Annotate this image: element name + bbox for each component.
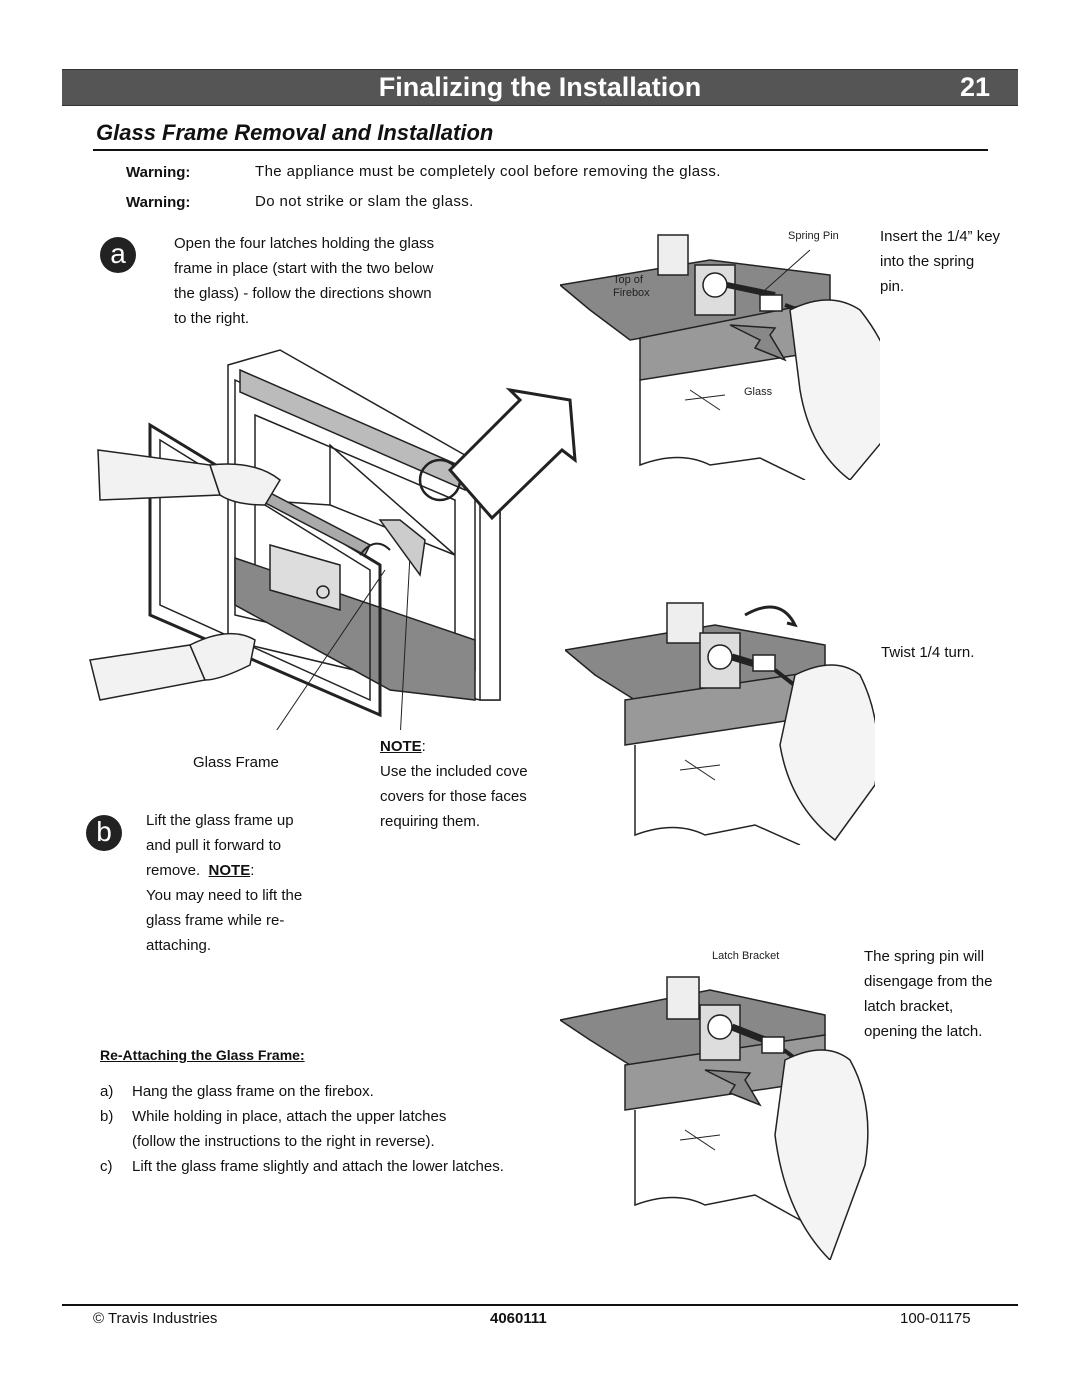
top-of-firebox-line: Top of: [613, 274, 643, 286]
step-a-line: Open the four latches holding the glass: [174, 235, 435, 252]
insert-key-caption: Insert the 1/4” key into the spring pin.: [880, 224, 1000, 299]
figure-note-line: covers for those faces: [380, 788, 527, 805]
spring-pin-disengage-illustration: [560, 976, 869, 1260]
caption-line: into the spring: [880, 253, 975, 270]
reattach-marker: c): [100, 1158, 113, 1175]
latch-bracket-label: Latch Bracket: [712, 950, 780, 962]
figure-note-line: Use the included cove: [380, 763, 528, 780]
reattach-item: b) While holding in place, attach the up…: [100, 1104, 504, 1154]
step-a-line: the glass) - follow the directions shown: [174, 285, 432, 302]
caption-line: latch bracket,: [864, 998, 954, 1015]
header-bar: Finalizing the Installation 21: [62, 69, 1018, 106]
top-of-firebox-line: Firebox: [613, 287, 650, 299]
step-b-note-label: NOTE: [208, 862, 251, 879]
caption-line: The spring pin will: [864, 948, 985, 965]
footer-divider: [62, 1304, 1018, 1306]
warning-text-1: The appliance must be completely cool be…: [255, 163, 721, 180]
footer-copyright: © Travis Industries: [93, 1310, 218, 1327]
footer-part-number: 100-01175: [900, 1310, 971, 1327]
reattach-line: Lift the glass frame slightly and attach…: [132, 1158, 504, 1175]
twist-pin-illustration: [565, 602, 875, 845]
reattach-line: (follow the instructions to the right in…: [132, 1133, 435, 1150]
step-a-line: to the right.: [174, 310, 250, 327]
step-a-badge: a: [100, 237, 136, 273]
reattach-line: While holding in place, attach the upper…: [132, 1108, 447, 1125]
top-of-firebox-label: Top of Firebox: [613, 274, 650, 300]
step-b-note-line: You may need to lift the: [146, 887, 303, 904]
figure-note-label: NOTE: [380, 738, 422, 755]
step-b-note-line: glass frame while re-: [146, 912, 285, 929]
disengage-caption: The spring pin will disengage from the l…: [864, 944, 992, 1044]
figure-note: NOTE: Use the included cove covers for t…: [380, 734, 528, 834]
caption-line: pin.: [880, 278, 905, 295]
step-b-note-line: attaching.: [146, 937, 212, 954]
warning-text-2: Do not strike or slam the glass.: [255, 193, 474, 210]
step-a-text: Open the four latches holding the glass …: [174, 231, 434, 331]
glass-frame-label: Glass Frame: [193, 754, 279, 771]
reattach-title: Re-Attaching the Glass Frame:: [100, 1047, 305, 1063]
step-b-line: remove.: [146, 862, 201, 879]
reattach-item: c) Lift the glass frame slightly and att…: [100, 1154, 504, 1179]
reattach-item: a) Hang the glass frame on the firebox.: [100, 1079, 504, 1104]
step-b-badge: b: [86, 815, 122, 851]
caption-line: disengage from the: [864, 973, 993, 990]
step-b-line: Lift the glass frame up: [146, 812, 294, 829]
step-a-line: frame in place (start with the two below: [174, 260, 434, 277]
glass-label: Glass: [744, 386, 773, 398]
page-title: Finalizing the Installation: [378, 72, 702, 102]
figure-note-line: requiring them.: [380, 813, 481, 830]
fireplace-illustration: [89, 349, 577, 730]
warning-label-2: Warning:: [126, 194, 191, 211]
twist-caption: Twist 1/4 turn.: [881, 644, 975, 661]
reattach-marker: b): [100, 1108, 114, 1125]
section-title: Glass Frame Removal and Installation: [96, 120, 494, 145]
caption-line: opening the latch.: [864, 1023, 983, 1040]
step-b-line: and pull it forward to: [146, 837, 282, 854]
section-divider: [93, 149, 988, 151]
warning-label-1: Warning:: [126, 164, 191, 181]
spring-pin-label: Spring Pin: [788, 230, 839, 242]
caption-line: Insert the 1/4” key: [880, 228, 1001, 245]
page-number: 21: [959, 72, 990, 102]
reattach-list: a) Hang the glass frame on the firebox. …: [100, 1079, 504, 1179]
reattach-line: Hang the glass frame on the firebox.: [132, 1083, 374, 1100]
step-b-text: Lift the glass frame up and pull it forw…: [146, 808, 302, 958]
spring-pin-insert-illustration: [560, 234, 880, 480]
footer-doc-number: 4060111: [490, 1310, 547, 1327]
reattach-marker: a): [100, 1083, 114, 1100]
